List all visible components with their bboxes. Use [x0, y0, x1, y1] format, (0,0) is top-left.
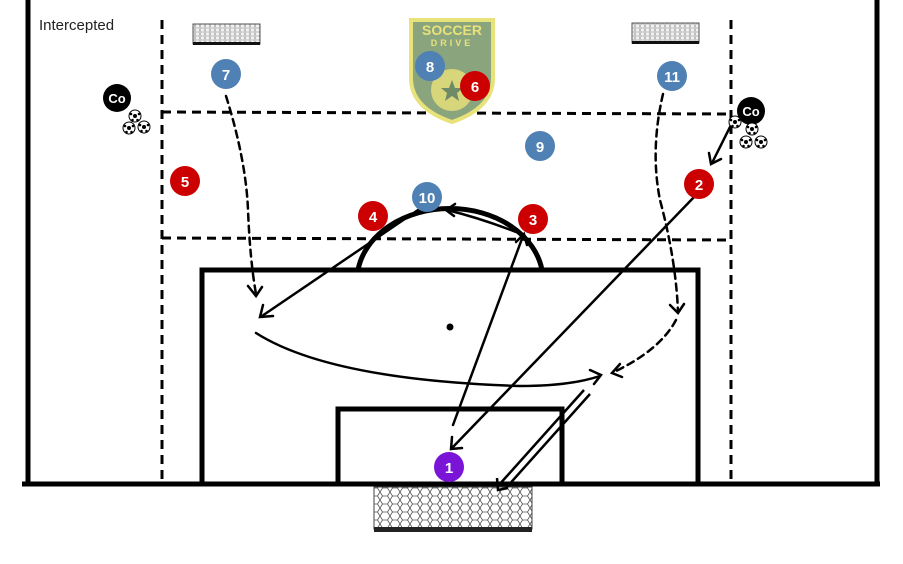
- arrowhead-cross: [588, 368, 603, 386]
- player-goalkeeper-1[interactable]: 1: [434, 452, 464, 482]
- player-red-3[interactable]: 3: [518, 204, 548, 234]
- player-red-6[interactable]: 6: [460, 71, 490, 101]
- player-blue-10[interactable]: 10: [412, 182, 442, 212]
- player-red-4[interactable]: 4: [358, 201, 388, 231]
- arrowhead-pass-3: [443, 202, 457, 218]
- coach-right[interactable]: Co: [728, 97, 768, 149]
- arrowhead-run-7: [246, 284, 264, 299]
- pass-arrow-10: [260, 208, 420, 318]
- player-blue-7[interactable]: 7: [211, 59, 241, 89]
- pitch-lines: [22, 0, 880, 487]
- arrowhead-run-11: [668, 302, 686, 315]
- player-number: 1: [445, 460, 453, 477]
- arrowhead-pass-2: [449, 435, 464, 451]
- player-number: 11: [664, 69, 680, 86]
- penalty-area: [199, 267, 701, 487]
- player-blue-11[interactable]: 11: [657, 61, 687, 91]
- mini-goal-left: [192, 23, 261, 45]
- mini-goal-right: [631, 22, 700, 44]
- main-goal: [373, 486, 533, 532]
- coach-pass-arrow: [710, 121, 734, 165]
- penalty-spot: [446, 323, 454, 331]
- player-number: 6: [471, 79, 479, 96]
- coach-left-label: Co: [108, 91, 125, 106]
- cross-arrow: [254, 331, 602, 388]
- player-number: 10: [419, 190, 436, 207]
- run-arrow-11: [654, 92, 680, 314]
- player-number: 4: [369, 209, 378, 226]
- player-number: 2: [695, 177, 703, 194]
- run-arrow-7: [224, 94, 258, 296]
- movement-arrows: [224, 92, 734, 451]
- player-blue-8[interactable]: 8: [415, 51, 445, 81]
- status-label: Intercepted: [39, 17, 115, 34]
- arrowhead-pass-10: [258, 303, 275, 319]
- zone-lines: [160, 20, 733, 482]
- arrowhead-run-11b: [609, 362, 624, 379]
- logo-text-drive: DRIVE: [431, 38, 474, 48]
- player-number: 5: [181, 174, 189, 191]
- player-number: 7: [222, 67, 230, 84]
- shot-arrow: [495, 389, 591, 492]
- player-number: 9: [536, 139, 544, 156]
- player-red-2[interactable]: 2: [684, 169, 714, 199]
- player-number: 8: [426, 59, 434, 76]
- player-blue-9[interactable]: 9: [525, 131, 555, 161]
- logo-text-soccer: SOCCER: [422, 22, 482, 38]
- pass-arrow-3: [445, 208, 518, 234]
- player-red-5[interactable]: 5: [170, 166, 200, 196]
- goal-area: [335, 406, 565, 487]
- pass-arrow-2: [450, 193, 698, 450]
- player-number: 3: [529, 212, 537, 229]
- coach-right-label: Co: [742, 104, 759, 119]
- run-arrow-11b: [612, 318, 678, 374]
- arrowhead-coach-pass: [707, 151, 723, 166]
- arrowhead-pass-1: [514, 231, 529, 247]
- coach-left[interactable]: Co: [103, 84, 151, 135]
- pass-arrow-1: [451, 234, 525, 427]
